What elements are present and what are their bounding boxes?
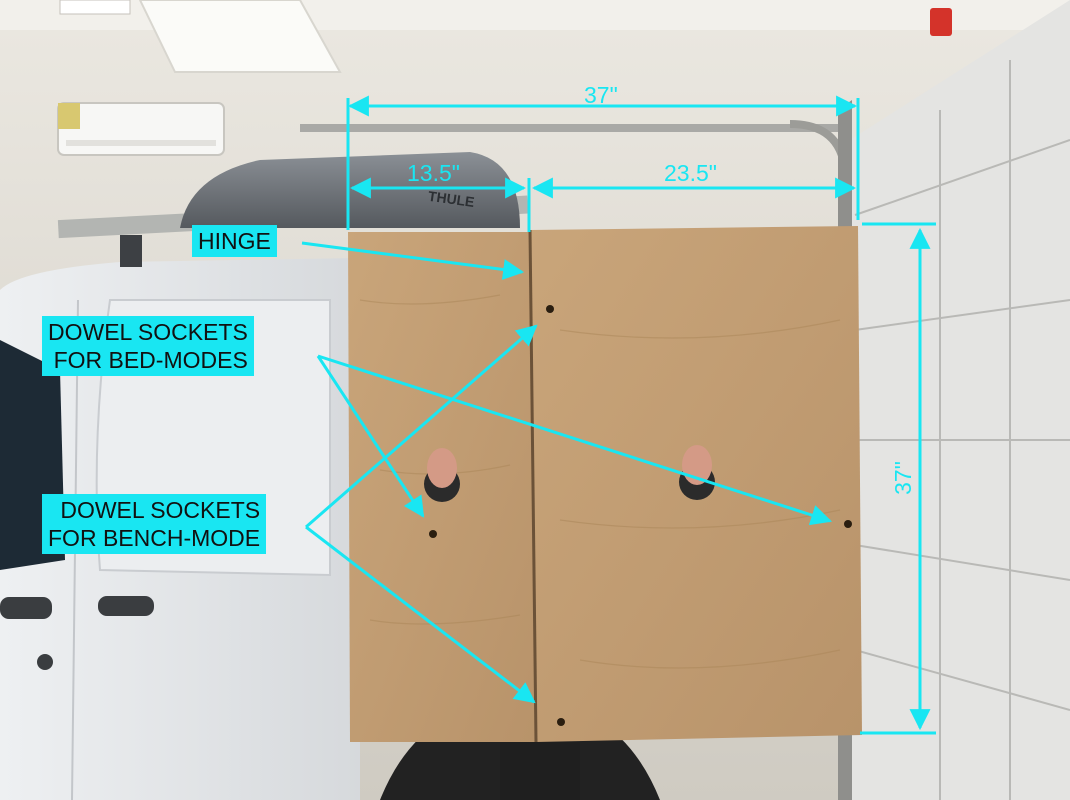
garage-door-panels — [854, 60, 1070, 800]
dim-left-width-label: 13.5" — [407, 160, 460, 186]
bed-leader-2 — [317, 354, 832, 526]
dim-right-width-label: 23.5" — [664, 160, 717, 186]
dimension-lines — [346, 95, 936, 735]
van-lock — [37, 654, 53, 670]
ac-sticker — [58, 103, 80, 129]
dowel-socket-bench-1 — [429, 530, 437, 538]
bench-mode-line2: FOR BENCH-MODE — [48, 525, 261, 551]
bed-leader-1 — [316, 355, 425, 518]
garage-door — [850, 0, 1070, 800]
roof-rack-foot — [120, 235, 142, 267]
mini-split-ac — [57, 102, 225, 156]
hinge-seam — [528, 229, 538, 743]
mini-split-vent — [66, 140, 216, 146]
dowel-socket-bed-2 — [844, 520, 852, 528]
bed-mode-callout: DOWEL SOCKETS FOR BED-MODES — [42, 316, 254, 376]
bench-mode-line1: DOWEL SOCKETS — [60, 497, 261, 523]
hinge-callout-text: HINGE — [198, 228, 271, 254]
bench-leader-1 — [305, 324, 538, 529]
van-door-handle-front — [0, 597, 52, 619]
wood-grain — [359, 294, 841, 669]
dim-height-label: 37" — [889, 461, 916, 495]
dowel-socket-bed-1 — [546, 305, 554, 313]
bed-mode-line1: DOWEL SOCKETS — [48, 319, 248, 345]
bench-mode-callout: DOWEL SOCKETS FOR BENCH-MODE — [42, 494, 267, 554]
ceiling-light — [138, 0, 342, 73]
bed-mode-line2: FOR BED-MODES — [53, 347, 248, 373]
dowel-socket-bench-2 — [557, 718, 565, 726]
garage-door-rail — [300, 124, 840, 132]
hinge-leader — [301, 241, 525, 280]
dim-total-width-label: 37" — [584, 82, 618, 108]
bench-leader-2 — [305, 525, 536, 704]
van-door-handle — [98, 596, 154, 616]
ceiling-light-frame — [59, 0, 131, 15]
door-release-handle — [930, 8, 952, 36]
hand-left — [427, 448, 457, 488]
person-legs — [500, 742, 580, 800]
callout-leaders — [301, 241, 832, 704]
hinge-callout: HINGE — [192, 225, 277, 257]
